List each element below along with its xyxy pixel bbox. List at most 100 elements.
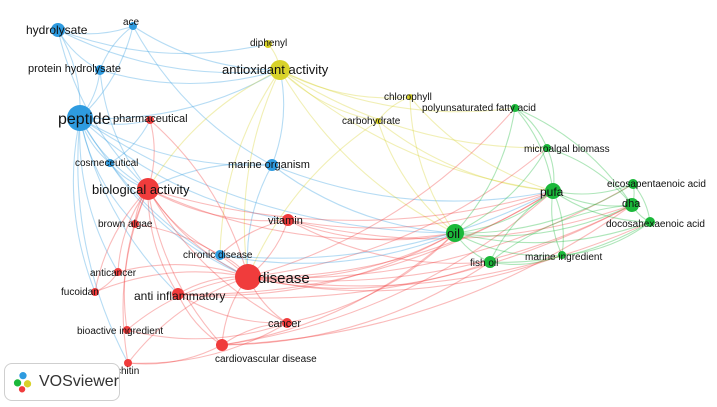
- edge-oil-pufa: [454, 190, 554, 234]
- label-anti-inflammatory: anti inflammatory: [134, 289, 225, 303]
- edge-carbohydrate-pufa: [377, 120, 554, 192]
- label-polyunsaturated-fatty-acid: polyunsaturated fatty acid: [422, 103, 536, 114]
- label-cosmeceutical: cosmeceutical: [75, 158, 138, 169]
- edge-antioxidant-activity-carbohydrate: [279, 69, 379, 122]
- node-dha[interactable]: [625, 198, 639, 212]
- node-polyunsaturated-fatty-acid[interactable]: [511, 104, 519, 112]
- edge-anti-inflammatory-dha: [177, 204, 633, 299]
- node-eicosapentaenoic-acid[interactable]: [628, 179, 638, 189]
- edge-chitin-cardiovascular-disease: [127, 344, 223, 365]
- edge-disease-fish-oil: [247, 261, 491, 289]
- edge-antioxidant-activity-chronic-disease: [219, 69, 281, 256]
- edge-marine-ingredient-docosahexaenoic-acid: [561, 221, 651, 256]
- edge-biological-activity-bioactive-ingredient: [123, 188, 149, 331]
- node-fish-oil[interactable]: [484, 256, 496, 268]
- label-biological-activity: biological activity: [92, 182, 190, 197]
- node-cardiovascular-disease[interactable]: [216, 339, 228, 351]
- label-marine-ingredient: marine ingredient: [525, 252, 602, 263]
- edge-antioxidant-activity-chlorophyll: [279, 69, 411, 99]
- node-protein-hydrolysate[interactable]: [95, 65, 105, 75]
- node-cancer[interactable]: [282, 318, 292, 328]
- label-disease: disease: [258, 270, 310, 287]
- node-bioactive-ingredient[interactable]: [123, 326, 131, 334]
- edge-vitamin-pufa: [287, 190, 554, 229]
- node-peptide[interactable]: [67, 105, 93, 131]
- label-cardiovascular-disease: cardiovascular disease: [215, 354, 317, 365]
- node-diphenyl[interactable]: [264, 40, 272, 48]
- edge-anti-inflammatory-cancer: [177, 293, 288, 324]
- edge-hydrolysate-antioxidant-activity: [57, 29, 281, 74]
- edge-anti-inflammatory-cardiovascular-disease: [177, 293, 223, 346]
- edge-cardiovascular-disease-dha: [221, 204, 633, 346]
- edge-cardiovascular-disease-oil: [221, 232, 456, 346]
- edge-dha-polyunsaturated-fatty-acid: [514, 107, 633, 206]
- edge-layer: [57, 25, 651, 365]
- node-disease[interactable]: [235, 264, 261, 290]
- label-microalgal-biomass: microalgal biomass: [524, 144, 610, 155]
- node-chronic-disease[interactable]: [215, 250, 225, 260]
- edge-disease-docosahexaenoic-acid: [247, 221, 651, 287]
- node-pufa[interactable]: [545, 183, 561, 199]
- edge-biological-activity-disease: [147, 188, 249, 278]
- label-chronic-disease: chronic disease: [183, 250, 253, 261]
- edge-fish-oil-marine-ingredient: [489, 254, 563, 266]
- edge-disease-bioactive-ingredient: [126, 276, 249, 331]
- node-anti-inflammatory[interactable]: [172, 288, 184, 300]
- edge-peptide-antioxidant-activity: [79, 69, 281, 120]
- label-antioxidant-activity: antioxidant activity: [222, 62, 329, 77]
- node-oil[interactable]: [446, 224, 464, 242]
- edge-disease-anticancer: [117, 264, 249, 278]
- edge-dha-microalgal-biomass: [546, 147, 633, 206]
- node-carbohydrate[interactable]: [375, 118, 381, 124]
- vosviewer-badge[interactable]: VOSviewer: [4, 363, 120, 401]
- edge-peptide-vitamin: [79, 117, 289, 221]
- edge-peptide-oil: [79, 117, 456, 234]
- edge-disease-marine-ingredient: [247, 254, 563, 292]
- edge-biological-activity-chitin: [122, 188, 149, 364]
- node-anticancer[interactable]: [114, 268, 122, 276]
- node-chlorophyll[interactable]: [407, 94, 413, 100]
- edge-carbohydrate-disease: [247, 120, 379, 278]
- edge-pufa-dha: [552, 190, 633, 207]
- label-chlorophyll: chlorophyll: [384, 92, 432, 103]
- label-eicosapentaenoic-acid: eicosapentaenoic acid: [607, 179, 706, 190]
- node-pharmaceutical[interactable]: [146, 116, 154, 124]
- label-cancer: cancer: [268, 318, 301, 330]
- edge-ace-marine-organism: [132, 25, 273, 166]
- edge-biological-activity-vitamin: [147, 188, 289, 222]
- edge-cosmeceutical-pharmaceutical: [109, 119, 151, 164]
- node-fucoidan[interactable]: [91, 288, 99, 296]
- label-fucoidan: fucoidan: [61, 287, 99, 298]
- edge-oil-docosahexaenoic-acid: [454, 221, 651, 244]
- node-microalgal-biomass[interactable]: [543, 144, 551, 152]
- node-ace[interactable]: [129, 22, 137, 30]
- node-biological-activity[interactable]: [137, 178, 159, 200]
- label-ace: ace: [123, 17, 140, 28]
- label-pufa: pufa: [540, 185, 564, 199]
- label-vitamin: vitamin: [268, 215, 303, 227]
- edge-oil-microalgal-biomass: [454, 147, 548, 234]
- label-protein-hydrolysate: protein hydrolysate: [28, 63, 121, 75]
- node-chitin[interactable]: [124, 359, 132, 367]
- node-cosmeceutical[interactable]: [106, 159, 114, 167]
- edge-disease-brown-algae: [134, 223, 249, 278]
- edge-antioxidant-activity-polyunsaturated-fatty-acid: [279, 69, 516, 113]
- edge-chronic-disease-oil: [219, 232, 456, 264]
- node-brown-algae[interactable]: [131, 220, 139, 228]
- node-hydrolysate[interactable]: [51, 23, 65, 37]
- edge-peptide-brown-algae: [79, 117, 136, 225]
- node-marine-organism[interactable]: [266, 159, 278, 171]
- edge-vitamin-chronic-disease: [219, 219, 289, 256]
- edge-disease-chitin: [127, 276, 249, 364]
- label-hydrolysate: hydrolysate: [26, 23, 88, 37]
- node-antioxidant-activity[interactable]: [270, 60, 290, 80]
- label-anticancer: anticancer: [90, 268, 137, 279]
- edge-antioxidant-activity-microalgal-biomass: [279, 69, 548, 149]
- edge-peptide-fucoidan: [72, 117, 96, 293]
- edge-dha-fish-oil: [489, 204, 633, 263]
- node-vitamin[interactable]: [282, 214, 294, 226]
- edge-cancer-cardiovascular-disease: [221, 322, 288, 346]
- node-docosahexaenoic-acid[interactable]: [645, 217, 655, 227]
- node-marine-ingredient[interactable]: [558, 251, 566, 259]
- edge-microalgal-biomass-polyunsaturated-fatty-acid: [514, 107, 548, 149]
